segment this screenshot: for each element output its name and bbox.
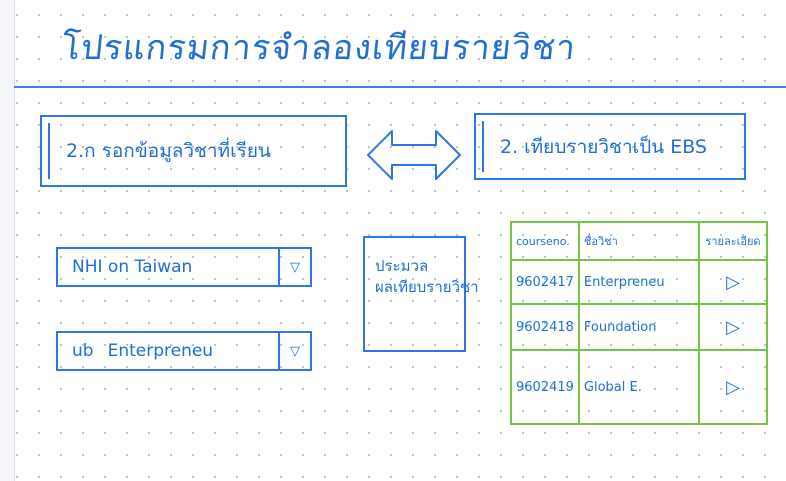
course-name-cell: Global E. <box>577 349 701 425</box>
course-code-cell: 9602417 <box>510 259 580 305</box>
column-header-course-name: ชื่อวิชา <box>577 221 701 261</box>
table-row: 9602419 Global E. ▷ <box>510 349 768 425</box>
process-comparison-button[interactable]: ประมวล ผลเทียบรายวิชา <box>363 236 479 352</box>
play-triangle-icon[interactable]: ▷ <box>726 271 740 293</box>
triangle-down-icon[interactable]: ▽ <box>278 333 310 369</box>
process-button-line-2: ผลเทียบรายวิชา <box>375 278 479 296</box>
course-name-dropdown-text: Enterpreneu <box>107 341 214 361</box>
dropdown-prefix-mark: ub <box>72 341 94 361</box>
view-details-cell: ▷ <box>698 259 768 305</box>
compare-ebs-section-label: 2. เทียบรายวิชาเป็น EBS <box>500 135 707 158</box>
compare-ebs-section-box: 2. เทียบรายวิชาเป็น EBS <box>474 113 746 180</box>
input-courses-section-label: 2.ก รอกข้อมูลวิชาที่เรียน <box>66 140 271 162</box>
university-course-dropdown[interactable]: NHI on Taiwan ▽ <box>56 247 312 287</box>
page-title: โปรแกรมการจำลองเทียบรายวิชา <box>59 28 579 68</box>
triangle-down-icon[interactable]: ▽ <box>278 249 310 285</box>
course-name-dropdown[interactable]: ub Enterpreneu ▽ <box>56 331 312 371</box>
table-row: 9602418 Foundation ▷ <box>510 303 768 351</box>
course-name-dropdown-value: ub Enterpreneu <box>58 341 278 361</box>
title-divider <box>14 86 786 88</box>
course-code-cell: 9602418 <box>510 303 580 351</box>
input-courses-section-box: 2.ก รอกข้อมูลวิชาที่เรียน <box>40 115 347 187</box>
view-details-cell: ▷ <box>698 303 768 351</box>
play-triangle-icon[interactable]: ▷ <box>726 376 740 398</box>
table-header-row: courseno. ชื่อวิชา รายละเอียด <box>510 221 768 261</box>
university-course-dropdown-value: NHI on Taiwan <box>72 257 193 277</box>
column-header-course-no: courseno. <box>510 221 580 261</box>
ebs-course-table: courseno. ชื่อวิชา รายละเอียด 9602417 En… <box>510 221 768 425</box>
view-details-cell: ▷ <box>698 349 768 425</box>
section-marker <box>482 121 484 172</box>
course-name-cell: Enterpreneu <box>577 259 701 305</box>
course-code-cell: 9602419 <box>510 349 580 425</box>
section-marker <box>48 123 50 179</box>
canvas-left-edge <box>0 0 15 481</box>
course-name-cell: Foundation <box>577 303 701 351</box>
process-button-line-1: ประมวล <box>375 257 429 275</box>
column-header-details: รายละเอียด <box>698 221 768 261</box>
table-row: 9602417 Enterpreneu ▷ <box>510 259 768 305</box>
play-triangle-icon[interactable]: ▷ <box>726 316 740 338</box>
